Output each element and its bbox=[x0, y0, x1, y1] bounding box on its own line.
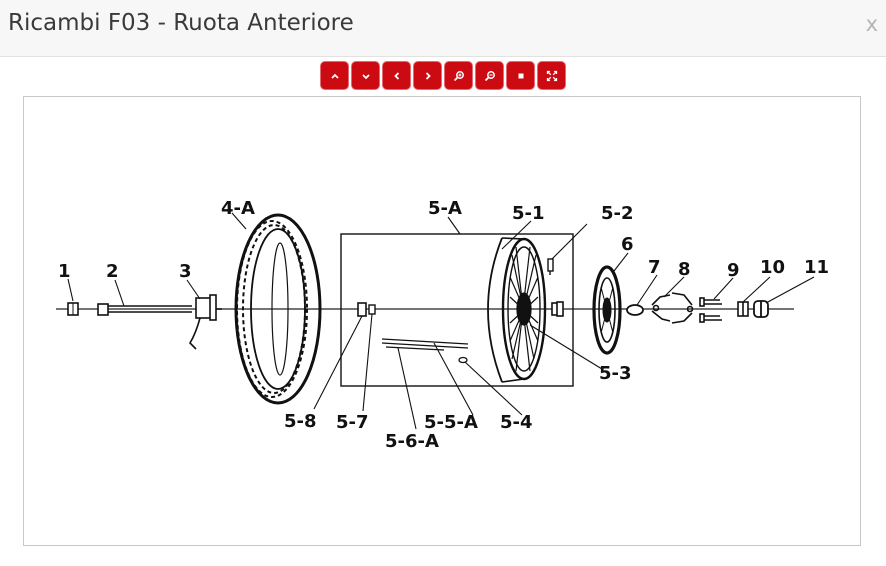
label-5-6a: 5-6-A bbox=[385, 431, 439, 452]
label-5-4: 5-4 bbox=[500, 412, 533, 433]
dialog-title: Ricambi F03 - Ruota Anteriore bbox=[8, 10, 354, 36]
part-11-cap[interactable] bbox=[753, 300, 769, 318]
left-button[interactable] bbox=[383, 62, 410, 89]
part-5-3-bearing[interactable] bbox=[551, 301, 564, 317]
zoom-out-icon bbox=[484, 70, 495, 81]
part-6-brake-disc[interactable] bbox=[592, 265, 622, 355]
stop-icon bbox=[518, 73, 523, 78]
zoom-in-icon bbox=[453, 70, 464, 81]
up-button[interactable] bbox=[321, 62, 348, 89]
label-5-7: 5-7 bbox=[336, 412, 369, 433]
part-5-7-spacer[interactable] bbox=[368, 304, 376, 315]
label-3: 3 bbox=[179, 261, 192, 282]
right-button[interactable] bbox=[414, 62, 441, 89]
label-7: 7 bbox=[648, 257, 661, 278]
reset-button[interactable] bbox=[507, 62, 534, 89]
part-7-bushing[interactable] bbox=[626, 304, 644, 316]
part-5-5a-spokes[interactable] bbox=[381, 338, 469, 351]
label-11: 11 bbox=[804, 257, 829, 278]
chevron-right-icon bbox=[425, 71, 431, 80]
label-10: 10 bbox=[760, 257, 785, 278]
zoom-in-button[interactable] bbox=[445, 62, 472, 89]
label-1: 1 bbox=[58, 261, 71, 282]
part-5-4-nipple[interactable] bbox=[458, 356, 468, 364]
close-button[interactable]: x bbox=[865, 12, 878, 36]
parts-diagram-viewer[interactable]: 1 2 3 4-A 5-A 5-1 5-2 6 7 8 9 10 11 5-3 … bbox=[23, 96, 861, 546]
part-4a-tire[interactable] bbox=[234, 213, 322, 405]
label-6: 6 bbox=[621, 234, 634, 255]
label-2: 2 bbox=[106, 261, 119, 282]
label-5-3: 5-3 bbox=[599, 363, 632, 384]
part-2-axle[interactable] bbox=[97, 303, 192, 316]
label-5-2: 5-2 bbox=[601, 203, 634, 224]
label-8: 8 bbox=[678, 259, 691, 280]
part-1-nut[interactable] bbox=[67, 302, 79, 316]
part-10-nut[interactable] bbox=[737, 301, 749, 317]
label-4a: 4-A bbox=[221, 198, 255, 219]
label-5-1: 5-1 bbox=[512, 203, 545, 224]
chevron-down-icon bbox=[361, 73, 370, 79]
chevron-left-icon bbox=[393, 71, 399, 80]
dialog-header: Ricambi F03 - Ruota Anteriore x bbox=[0, 0, 886, 57]
part-5-8-bearing[interactable] bbox=[357, 302, 367, 317]
part-3-speedo-drive[interactable] bbox=[188, 294, 222, 350]
part-8-caliper-links[interactable] bbox=[651, 292, 694, 324]
part-9-bolts[interactable] bbox=[699, 297, 722, 323]
exploded-view-diagram: 1 2 3 4-A 5-A 5-1 5-2 6 7 8 9 10 11 5-3 … bbox=[56, 198, 829, 452]
label-5-8: 5-8 bbox=[284, 411, 317, 432]
fullscreen-button[interactable] bbox=[538, 62, 565, 89]
expand-icon bbox=[546, 70, 557, 81]
part-labels: 1 2 3 4-A 5-A 5-1 5-2 6 7 8 9 10 11 5-3 … bbox=[58, 198, 829, 452]
part-5-1-rim[interactable] bbox=[487, 237, 547, 383]
label-5-5a: 5-5-A bbox=[424, 412, 478, 433]
zoom-out-button[interactable] bbox=[476, 62, 503, 89]
label-9: 9 bbox=[727, 260, 740, 281]
chevron-up-icon bbox=[330, 73, 339, 79]
down-button[interactable] bbox=[352, 62, 379, 89]
leader-lines bbox=[67, 212, 815, 430]
part-5-2-valve[interactable] bbox=[547, 258, 554, 275]
label-5a: 5-A bbox=[428, 198, 462, 219]
viewer-toolbar bbox=[0, 62, 886, 89]
